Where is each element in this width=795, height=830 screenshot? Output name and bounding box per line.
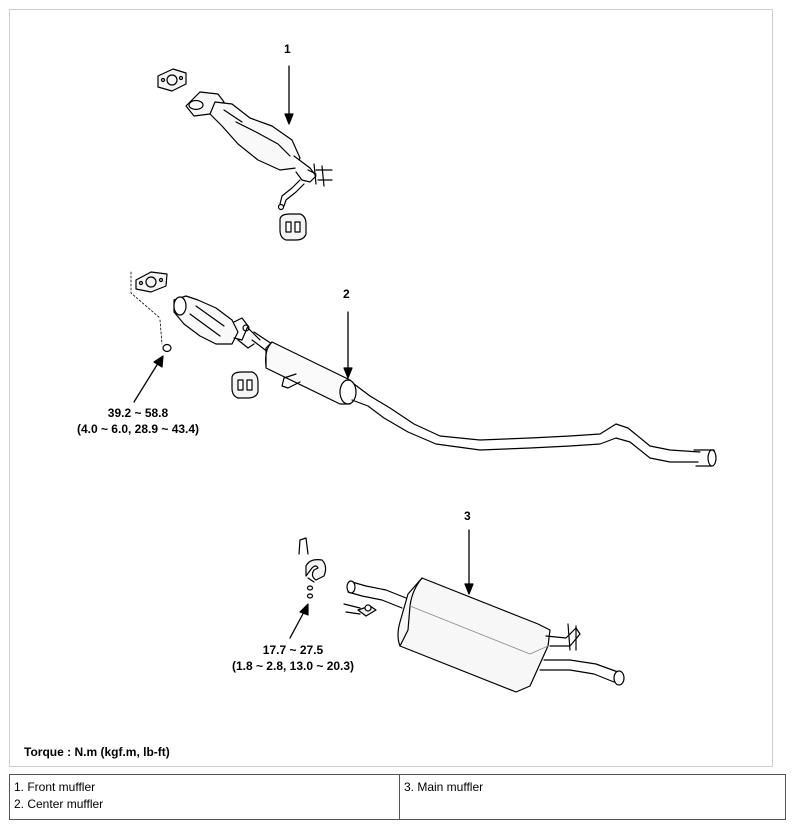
callout-2: 2: [343, 287, 350, 301]
legend-item-main-muffler: 3. Main muffler: [404, 780, 484, 794]
legend-item-center-muffler: 2. Center muffler: [14, 797, 104, 811]
torque-spec-flange-nm: 39.2 ~ 58.8: [107, 406, 169, 420]
diagram-artwork: [130, 65, 717, 693]
exhaust-system-diagram: 1 2 3 39.2 ~ 58.8 (4.0 ~ 6.0, 28.9 ~ 43.…: [9, 9, 773, 767]
torque-units-note: Torque : N.m (kgf.m, lb-ft): [24, 745, 170, 759]
parts-legend: 1. Front muffler 2. Center muffler 3. Ma…: [9, 774, 786, 820]
torque-spec-flange-alt: (4.0 ~ 6.0, 28.9 ~ 43.4): [76, 422, 200, 436]
torque-spec-rear-alt: (1.8 ~ 2.8, 13.0 ~ 20.3): [231, 659, 355, 673]
main-muffler-assembly: [289, 529, 625, 693]
legend-column-2: 3. Main muffler: [399, 774, 786, 820]
front-rubber-hanger: [279, 213, 307, 241]
center-rubber-hanger: [231, 371, 259, 399]
rear-rubber-hanger: [305, 559, 327, 581]
front-gasket: [157, 68, 187, 92]
legend-row: 1. Front muffler 2. Center muffler 3. Ma…: [9, 774, 786, 820]
callout-1: 1: [284, 42, 291, 56]
torque-spec-rear-nm: 17.7 ~ 27.5: [262, 643, 324, 657]
clip: [298, 537, 309, 555]
torque-spec-flange: 39.2 ~ 58.8 (4.0 ~ 6.0, 28.9 ~ 43.4): [58, 405, 218, 437]
center-gasket: [135, 271, 168, 293]
legend-item-front-muffler: 1. Front muffler: [14, 780, 96, 794]
callout-3: 3: [464, 509, 471, 523]
torque-spec-rear: 17.7 ~ 27.5 (1.8 ~ 2.8, 13.0 ~ 20.3): [206, 642, 380, 674]
front-muffler-assembly: [157, 65, 333, 241]
center-muffler-assembly: [130, 271, 717, 467]
legend-column-1: 1. Front muffler 2. Center muffler: [9, 774, 400, 820]
